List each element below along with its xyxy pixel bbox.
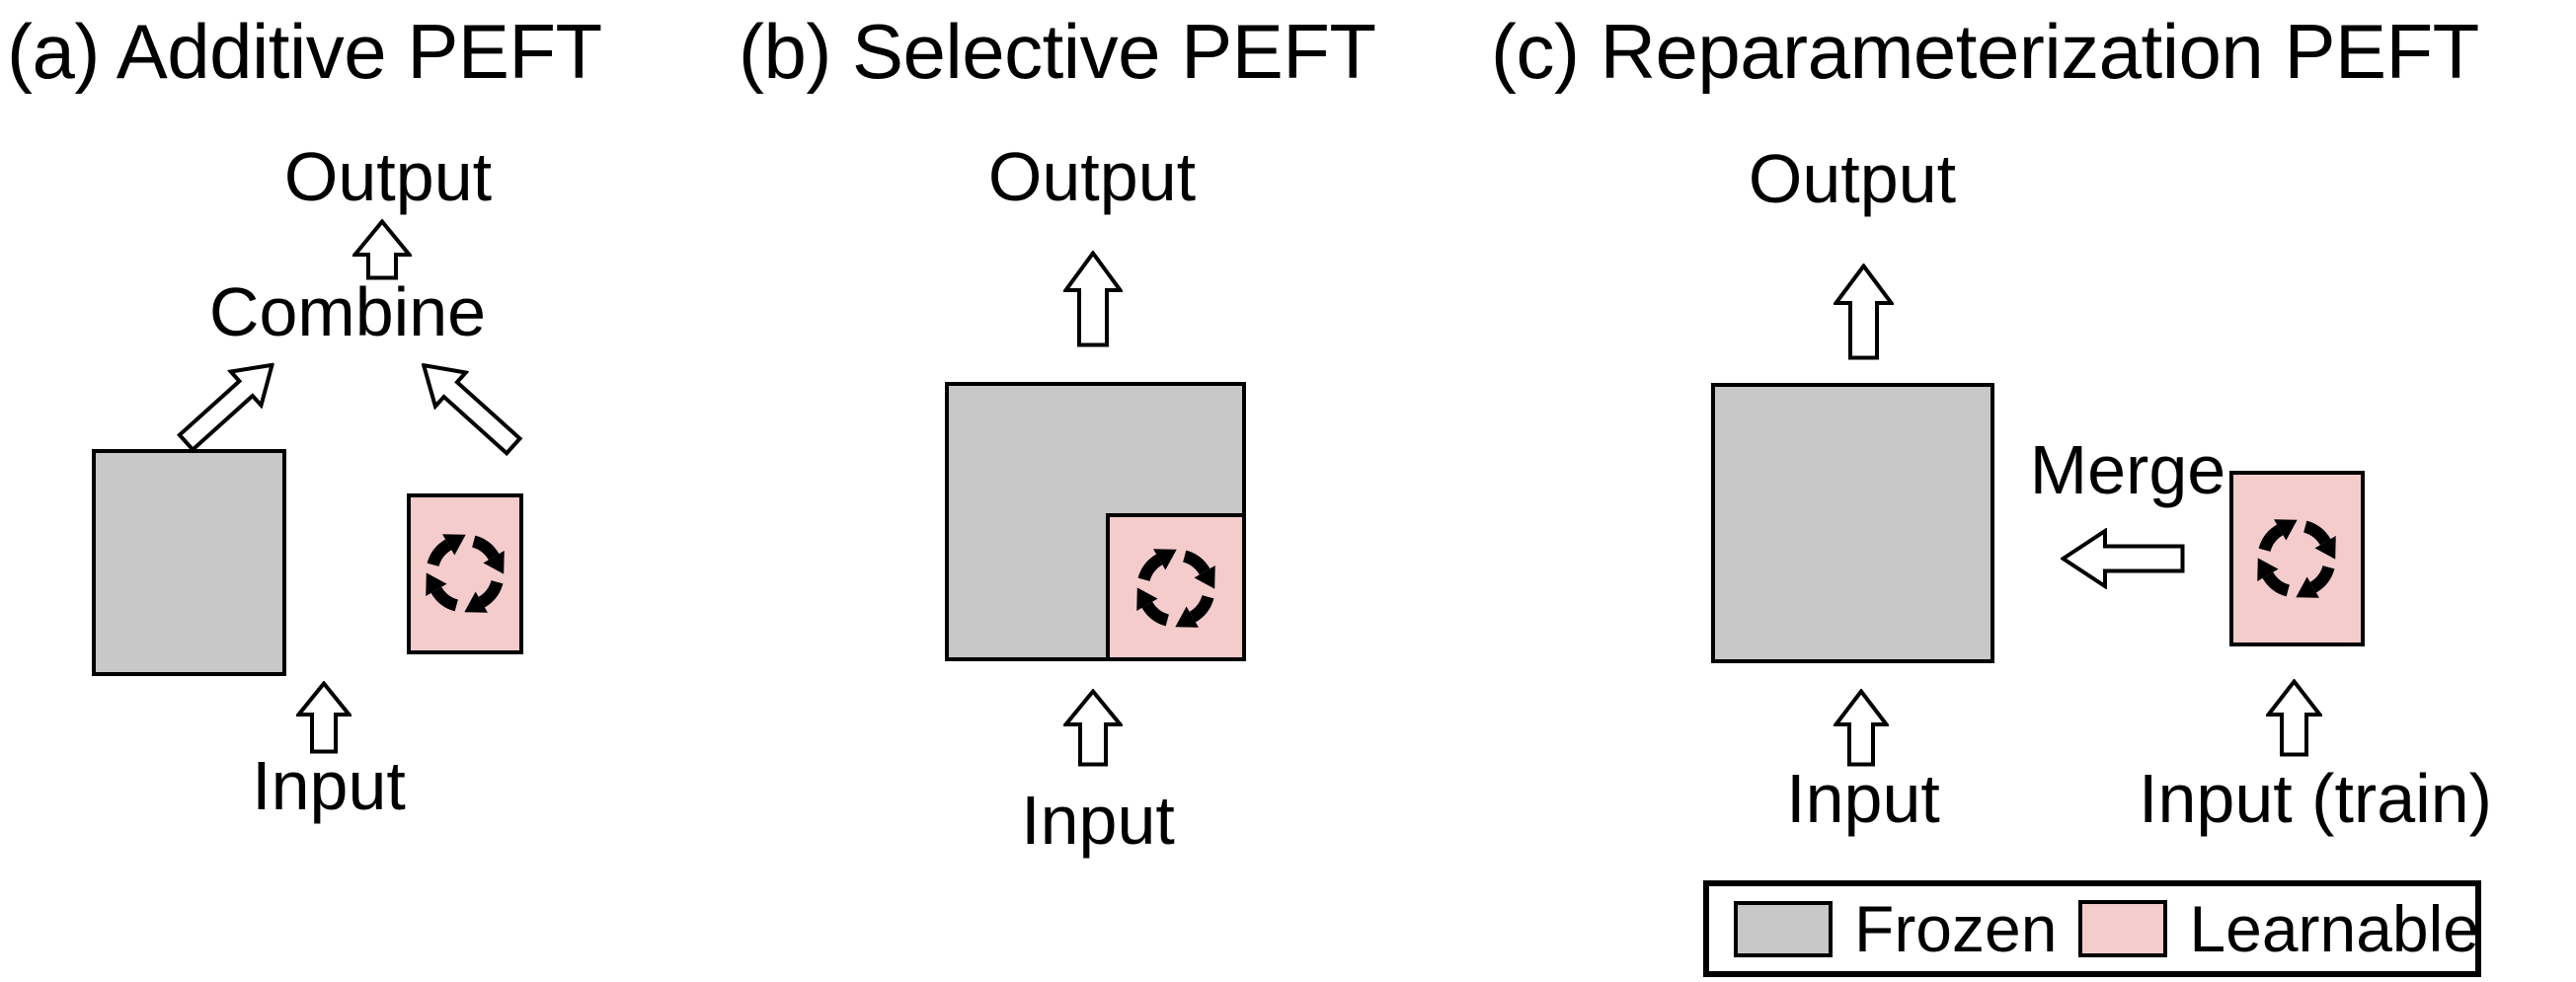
up-arrow-icon: [1834, 264, 1894, 360]
learnable-subset-box: [1106, 513, 1246, 661]
panel-c-input-train-label: Input (train): [2139, 760, 2492, 837]
panel-a-title: (a) Additive PEFT: [7, 8, 602, 95]
merge-label: Merge: [2029, 431, 2226, 508]
cycle-arrows-icon: [2241, 503, 2352, 619]
legend-frozen-label: Frozen: [1854, 892, 2058, 965]
frozen-model-box: [92, 449, 286, 676]
up-arrow-icon: [1063, 689, 1123, 767]
learnable-module-box: [2229, 471, 2365, 646]
panel-a-combine-label: Combine: [208, 273, 487, 350]
diagonal-arrow-icon: [405, 344, 532, 467]
learnable-swatch: [2078, 900, 2168, 957]
up-arrow-icon: [352, 219, 412, 280]
cycle-arrows-icon: [1121, 533, 1231, 648]
legend-learnable-label: Learnable: [2189, 892, 2480, 965]
cycle-arrows-icon: [410, 518, 520, 634]
panel-b-output-label: Output: [987, 138, 1197, 215]
up-arrow-icon: [2266, 679, 2322, 757]
diagonal-arrow-icon: [167, 344, 290, 463]
panel-b-input-label: Input: [1021, 782, 1175, 859]
frozen-model-box: [1711, 383, 1994, 663]
panel-c-title: (c) Reparameterization PEFT: [1491, 8, 2479, 95]
panel-a-output-label: Output: [283, 138, 493, 215]
up-arrow-icon: [296, 681, 351, 754]
up-arrow-icon: [1834, 689, 1889, 767]
learnable-module-box: [407, 493, 523, 654]
panel-b-title: (b) Selective PEFT: [739, 8, 1376, 95]
merge-left-arrow-icon: [2061, 528, 2185, 589]
panel-a-input-label: Input: [252, 747, 406, 824]
frozen-swatch: [1734, 900, 1833, 957]
up-arrow-icon: [1063, 251, 1123, 347]
panel-c-output-label: Output: [1748, 140, 1957, 217]
panel-c-input-label: Input: [1786, 760, 1940, 837]
legend: Frozen Learnable: [1703, 880, 2481, 977]
